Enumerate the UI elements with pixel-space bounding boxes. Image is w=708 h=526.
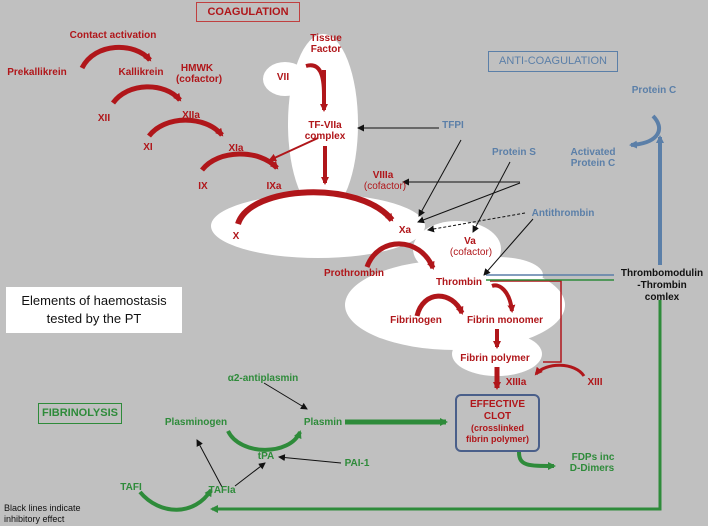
ix-label: IX xyxy=(198,181,208,192)
coagulation-arrows xyxy=(79,45,586,390)
prothrombin-label: Prothrombin xyxy=(324,268,384,279)
coagulation-heading: COAGULATION xyxy=(196,2,300,22)
fibrinolysis-arrows xyxy=(138,300,662,513)
xa-label: Xa xyxy=(399,225,412,236)
contact-activation-label: Contact activation xyxy=(70,30,157,41)
inhibitory-legend-note: Black lines indicate inhibitory effect xyxy=(4,503,124,525)
vii-label: VII xyxy=(277,72,289,83)
pt-legend-box: Elements of haemostasis tested by the PT xyxy=(6,287,182,333)
pt-legend-line-1: Elements of haemostasis xyxy=(21,293,167,308)
coagulation-labels: Contact activation Prekallikrein Kallikr… xyxy=(7,30,602,388)
tf-viia-label-2: complex xyxy=(305,131,346,142)
fibrinolysis-labels: α2-antiplasmin Plasminogen Plasmin tPA P… xyxy=(120,373,615,496)
viiia-label: VIIIa xyxy=(373,170,394,181)
tfpi-label: TFPI xyxy=(442,120,464,131)
inhibitory-note-line-2: inhibitory effect xyxy=(4,514,65,524)
tissue-factor-label-1: Tissue xyxy=(310,33,342,44)
fdps-label-1: FDPs inc xyxy=(572,452,615,463)
xiia-label: XIIa xyxy=(182,110,200,121)
thrombin-label: Thrombin xyxy=(436,277,482,288)
clot-line-2: CLOT xyxy=(483,411,512,422)
anticoagulation-labels: TFPI Protein S Activated Protein C Prote… xyxy=(442,85,703,303)
viiia-cofactor-label: (cofactor) xyxy=(364,181,406,192)
protein-c-label: Protein C xyxy=(632,85,676,96)
tf-viia-label-1: TF-VIIa xyxy=(308,120,342,131)
thrombomodulin-label-3: comlex xyxy=(645,292,680,303)
clot-line-3: (crosslinked xyxy=(470,423,525,433)
pt-region xyxy=(211,34,565,376)
prekallikrein-label: Prekallikrein xyxy=(7,67,66,78)
hmwk-cofactor-label: (cofactor) xyxy=(176,74,222,85)
va-label: Va xyxy=(464,236,476,247)
fibrinogen-label: Fibrinogen xyxy=(390,315,442,326)
xiii-label: XIII xyxy=(587,377,602,388)
xii-label: XII xyxy=(98,113,110,124)
tissue-factor-label-2: Factor xyxy=(311,44,342,55)
hmwk-label: HMWK xyxy=(181,63,214,74)
clot-line-1: EFFECTIVE xyxy=(469,399,525,410)
plasminogen-label: Plasminogen xyxy=(165,417,227,428)
activated-protein-c-label-2: Protein C xyxy=(571,158,615,169)
va-cofactor-label: (cofactor) xyxy=(450,247,492,258)
anti-coagulation-heading: ANTI-COAGULATION xyxy=(488,51,618,72)
activated-protein-c-label-1: Activated xyxy=(570,147,615,158)
fibrin-monomer-label: Fibrin monomer xyxy=(467,315,543,326)
antithrombin-label: Antithrombin xyxy=(532,208,595,219)
ixa-label: IXa xyxy=(266,181,281,192)
kallikrein-label: Kallikrein xyxy=(118,67,163,78)
fdps-label-2: D-Dimers xyxy=(570,463,615,474)
thrombomodulin-label-1: Thrombomodulin xyxy=(621,268,703,279)
inhibitory-lines xyxy=(196,124,534,488)
fibrinolysis-heading: FIBRINOLYSIS xyxy=(38,403,122,424)
xia-label: XIa xyxy=(228,143,243,154)
pai1-label: PAI-1 xyxy=(345,458,370,469)
tafia-label: TAFIa xyxy=(208,485,235,496)
anticoagulation-arrows xyxy=(486,114,664,281)
pt-legend-line-2: tested by the PT xyxy=(46,311,142,326)
clot-line-4: fibrin polymer) xyxy=(465,434,529,444)
protein-s-label: Protein S xyxy=(492,147,536,158)
tpa-label: tPA xyxy=(258,451,274,462)
x-label: X xyxy=(233,231,240,242)
thrombomodulin-label-2: -Thrombin xyxy=(637,280,686,291)
inhibitory-note-line-1: Black lines indicate xyxy=(4,503,81,513)
fibrin-polymer-label: Fibrin polymer xyxy=(460,353,530,364)
a2-antiplasmin-label: α2-antiplasmin xyxy=(228,373,299,384)
plasmin-label: Plasmin xyxy=(304,417,342,428)
effective-clot-box: EFFECTIVE CLOT (crosslinked fibrin polym… xyxy=(455,394,540,452)
xi-label: XI xyxy=(143,142,153,153)
xiiia-label: XIIIa xyxy=(506,377,527,388)
tafi-label: TAFI xyxy=(120,482,142,493)
